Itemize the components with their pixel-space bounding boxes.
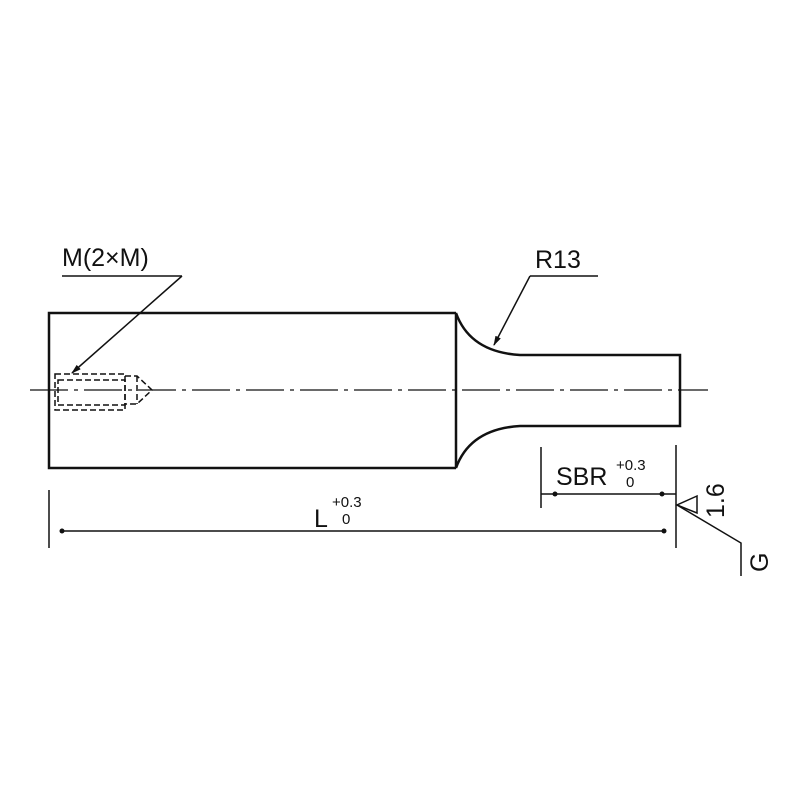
- roughness-value: 1.6: [702, 483, 730, 518]
- length-tol-lower: 0: [342, 511, 350, 528]
- surface-finish-symbol: 1.6 G: [675, 483, 774, 576]
- thread-callout: M(2×M): [62, 244, 183, 374]
- tapped-hole-hidden: [54, 373, 154, 411]
- radius-label: R13: [535, 246, 581, 274]
- sbr-dimension: SBR +0.3 0: [540, 447, 676, 508]
- length-dimension: L +0.3 0: [48, 445, 677, 548]
- finish-grade: G: [746, 553, 774, 572]
- thread-label: M(2×M): [62, 244, 149, 272]
- sbr-label: SBR: [556, 463, 607, 491]
- length-label: L: [314, 505, 328, 533]
- sbr-tol-upper: +0.3: [616, 457, 646, 474]
- length-tol-upper: +0.3: [332, 494, 362, 511]
- radius-callout: R13: [493, 246, 598, 346]
- sbr-tol-lower: 0: [626, 474, 634, 491]
